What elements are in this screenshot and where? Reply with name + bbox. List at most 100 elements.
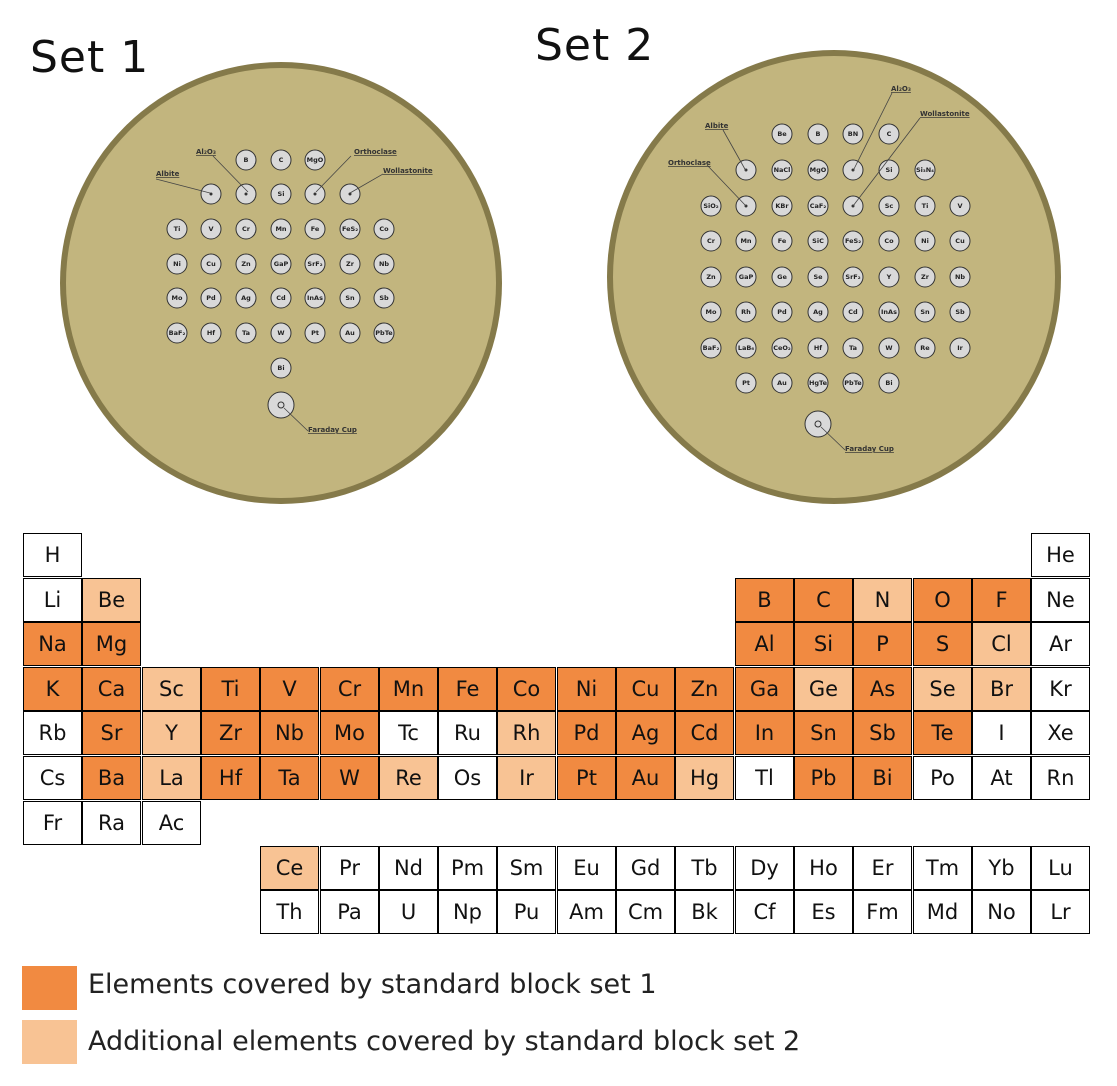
- callout-wollastonite-label: Wollastonite: [920, 110, 970, 118]
- element-cell-s: S: [913, 622, 972, 666]
- sample-well-label: Sn: [345, 294, 355, 302]
- callout-orthoclase: Orthoclase: [668, 159, 747, 207]
- element-cell-lu: Lu: [1031, 846, 1090, 890]
- element-cell-w: W: [320, 756, 379, 800]
- sample-well: Y: [878, 266, 900, 288]
- sample-well-label: SiO₂: [703, 202, 718, 210]
- sample-well: V: [949, 195, 971, 217]
- element-cell-li: Li: [23, 578, 82, 622]
- sample-well: Sb: [373, 287, 395, 309]
- element-cell-pu: Pu: [497, 890, 556, 934]
- element-cell-zn: Zn: [675, 667, 734, 711]
- element-cell-ac: Ac: [142, 801, 201, 845]
- sample-well-label: Rh: [741, 308, 751, 316]
- sample-well-label: Cr: [242, 225, 251, 233]
- element-cell-ge: Ge: [794, 667, 853, 711]
- sample-well-label: MgO: [810, 166, 827, 174]
- legend-set2-text: Additional elements covered by standard …: [88, 1026, 801, 1057]
- element-cell-bi: Bi: [853, 756, 912, 800]
- element-cell-br: Br: [972, 667, 1031, 711]
- sample-well-label: SiC: [812, 237, 824, 245]
- sample-well: LaB₆: [735, 337, 757, 359]
- mineral-well: [200, 183, 222, 205]
- sample-well: Cr: [700, 230, 722, 252]
- callout-wollastonite-label: Wollastonite: [383, 167, 433, 175]
- element-cell-es: Es: [794, 890, 853, 934]
- sample-well: BN: [842, 123, 864, 145]
- element-cell-se: Se: [913, 667, 972, 711]
- sample-well: Co: [878, 230, 900, 252]
- sample-well: Au: [339, 322, 361, 344]
- sample-well: C: [878, 123, 900, 145]
- element-cell-bk: Bk: [675, 890, 734, 934]
- sample-well-label: Fe: [311, 225, 320, 233]
- sample-well-label: Co: [884, 237, 894, 245]
- sample-well-label: Y: [886, 273, 892, 281]
- sample-well: GaP: [270, 253, 292, 275]
- sample-well: MgO: [807, 159, 829, 181]
- element-cell-p: P: [853, 622, 912, 666]
- element-cell-b: B: [735, 578, 794, 622]
- sample-well-label: Hf: [207, 329, 215, 337]
- sample-well: Pd: [771, 301, 793, 323]
- element-cell-n: N: [853, 578, 912, 622]
- sample-well-label: KBr: [775, 202, 789, 210]
- element-cell-ca: Ca: [82, 667, 141, 711]
- sample-well-label: Zn: [241, 260, 251, 268]
- sample-well: Fe: [771, 230, 793, 252]
- sample-well: BaF₂: [700, 337, 722, 359]
- sample-well: Fe: [304, 218, 326, 240]
- sample-well: InAs: [878, 301, 900, 323]
- disc-face: [613, 56, 1055, 498]
- sample-well-label: Cr: [707, 237, 716, 245]
- sample-well: Bi: [270, 357, 292, 379]
- sample-well-label: Sc: [885, 202, 894, 210]
- element-cell-ce: Ce: [260, 846, 319, 890]
- sample-well: Re: [914, 337, 936, 359]
- element-cell-si: Si: [794, 622, 853, 666]
- sample-well: PbTe: [842, 372, 864, 394]
- sample-well-label: Au: [345, 329, 355, 337]
- element-cell-tc: Tc: [379, 711, 438, 755]
- element-cell-rb: Rb: [23, 711, 82, 755]
- element-cell-ni: Ni: [557, 667, 616, 711]
- sample-well: Ir: [949, 337, 971, 359]
- sample-well: Ti: [166, 218, 188, 240]
- sample-well: W: [270, 322, 292, 344]
- sample-well-label: BN: [848, 130, 858, 138]
- element-cell-cd: Cd: [675, 711, 734, 755]
- element-cell-er: Er: [853, 846, 912, 890]
- sample-well: Ti: [914, 195, 936, 217]
- faraday-cup-label: Faraday Cup: [845, 445, 894, 453]
- element-cell-os: Os: [438, 756, 497, 800]
- sample-well-label: Ti: [922, 202, 929, 210]
- element-cell-co: Co: [497, 667, 556, 711]
- sample-well: Cu: [200, 253, 222, 275]
- callout-al2o3: Al₂O₃: [852, 85, 911, 172]
- element-cell-au: Au: [616, 756, 675, 800]
- sample-well: B: [807, 123, 829, 145]
- callout-al2o3: Al₂O₃: [196, 148, 249, 193]
- sample-well-label: GaP: [739, 273, 754, 281]
- element-cell-mn: Mn: [379, 667, 438, 711]
- sample-well: MgO: [304, 149, 326, 171]
- sample-well: CeO₂: [771, 337, 793, 359]
- element-cell-te: Te: [913, 711, 972, 755]
- sample-well: GaP: [735, 266, 757, 288]
- element-cell-mo: Mo: [320, 711, 379, 755]
- set1-title: Set 1: [30, 32, 150, 83]
- mineral-well: [735, 159, 757, 181]
- sample-well: SiO₂: [700, 195, 722, 217]
- sample-well-label: Si: [278, 190, 285, 198]
- sample-well: FeS₂: [339, 218, 361, 240]
- faraday-cup: Faraday Cup: [804, 410, 894, 453]
- element-cell-po: Po: [913, 756, 972, 800]
- element-cell-fr: Fr: [23, 801, 82, 845]
- sample-well-label: FeS₂: [342, 225, 358, 233]
- sample-well: SiC: [807, 230, 829, 252]
- sample-well: Ag: [807, 301, 829, 323]
- sample-well: SrF₂: [842, 266, 864, 288]
- element-cell-gd: Gd: [616, 846, 675, 890]
